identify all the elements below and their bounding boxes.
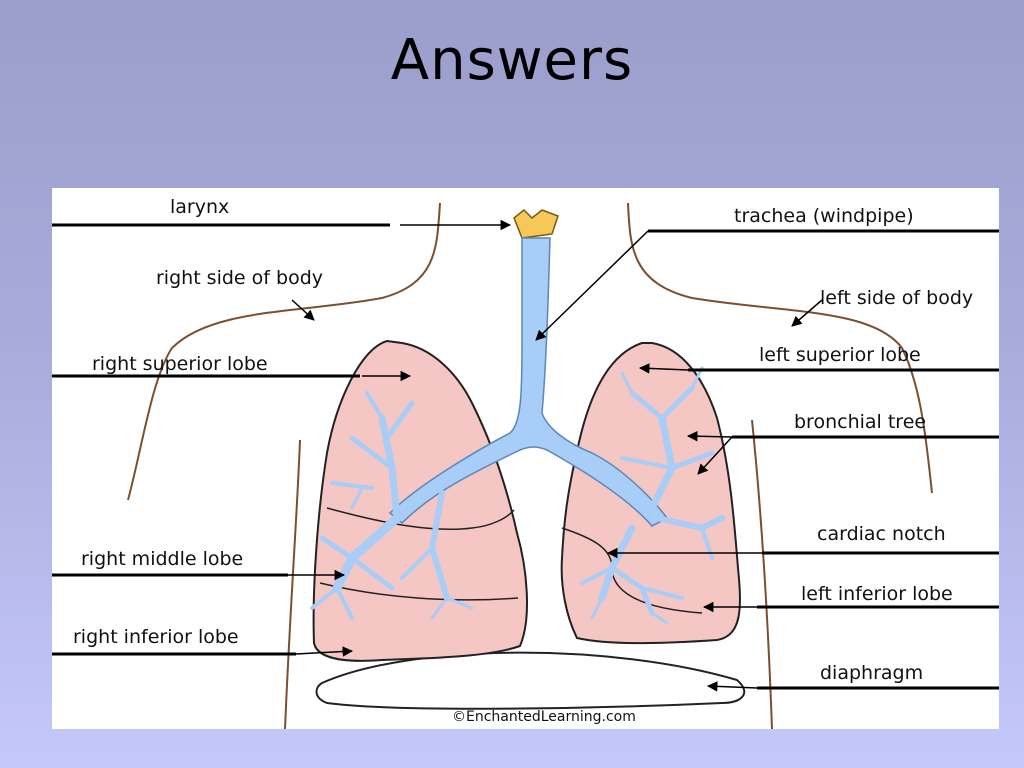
body-outline: [127, 202, 933, 729]
bronchial-tree-right: [310, 391, 474, 620]
label-left-inferior: left inferior lobe: [801, 583, 953, 605]
leader-lines-left: [52, 223, 390, 656]
arrow-right-inferior: [295, 646, 354, 657]
label-left-side: left side of body: [820, 287, 974, 309]
label-cardiac-notch: cardiac notch: [817, 523, 946, 545]
left-lung: [560, 342, 741, 645]
slide-title: Answers: [390, 28, 634, 93]
label-right-inferior: right inferior lobe: [73, 626, 239, 648]
lung-illustration: [52, 202, 999, 729]
label-trachea: trachea (windpipe): [734, 205, 914, 227]
label-bronchial-tree: bronchial tree: [794, 411, 927, 433]
label-larynx: larynx: [170, 196, 230, 218]
label-right-superior: right superior lobe: [92, 353, 268, 375]
arrow-left-side: [791, 299, 823, 327]
arrow-left-superior: [638, 363, 689, 374]
diaphragm-shape: [315, 651, 746, 710]
pointer-arrows: [288, 219, 823, 692]
arrow-bronchial-b: [697, 436, 733, 475]
label-diaphragm: diaphragm: [820, 662, 924, 684]
label-right-middle: right middle lobe: [81, 548, 244, 570]
lung-diagram: larynx trachea (windpipe) right side of …: [52, 188, 999, 729]
label-left-superior: left superior lobe: [759, 344, 921, 366]
airway: [388, 208, 669, 527]
label-right-side: right side of body: [156, 267, 323, 289]
arrow-right-side: [291, 299, 315, 321]
leader-lines-right: [648, 229, 999, 690]
arrow-trachea: [535, 230, 649, 341]
larynx-shape: [513, 208, 559, 239]
arrow-diaphragm: [706, 681, 758, 692]
copyright-notice: ©EnchantedLearning.com: [452, 709, 636, 725]
trachea-shape: [388, 237, 669, 527]
arrow-bronchial-a: [686, 430, 733, 442]
